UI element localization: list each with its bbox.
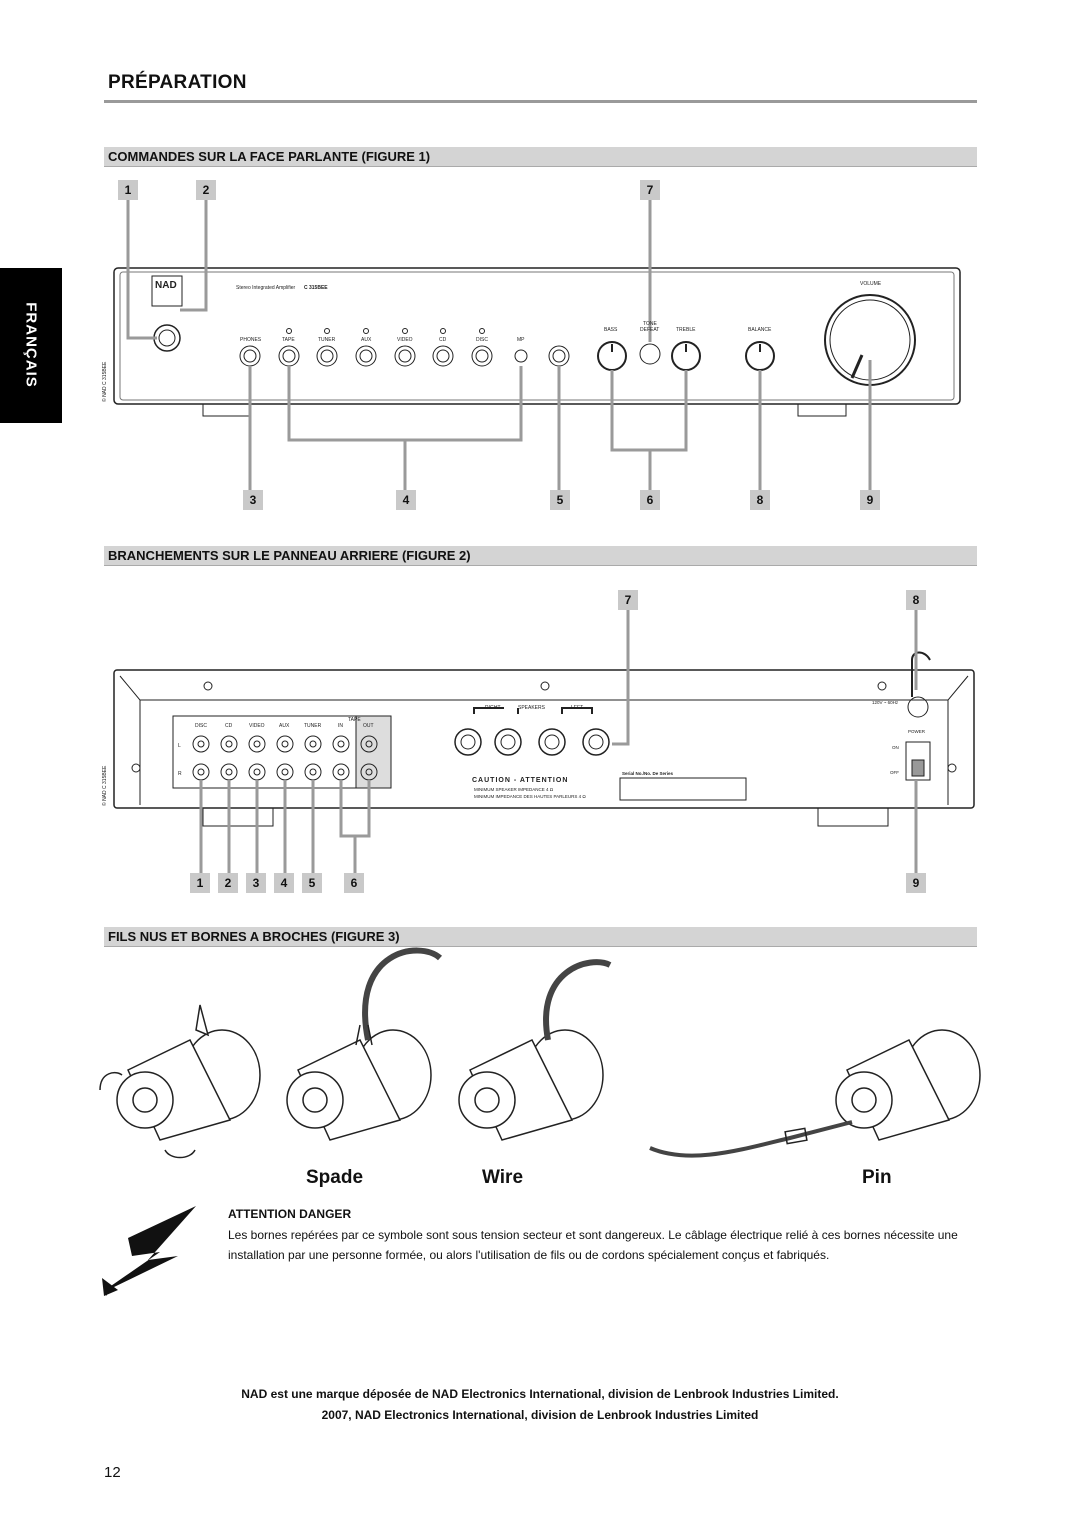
callout-1: 1 bbox=[190, 873, 210, 893]
section-heading-rear-panel: BRANCHEMENTS SUR LE PANNEAU ARRIERE (FIG… bbox=[104, 546, 977, 566]
mains-label: 120V ~ 60Hz bbox=[872, 700, 899, 705]
callout-4: 4 bbox=[396, 490, 416, 510]
lightning-warning-icon bbox=[102, 1206, 196, 1296]
footer-trademark: NAD est une marque déposée de NAD Electr… bbox=[241, 1387, 839, 1401]
post-4 bbox=[649, 1029, 981, 1158]
label-wire: Wire bbox=[482, 1167, 523, 1188]
label-defeat: DEFEAT bbox=[640, 327, 659, 333]
callout-5: 5 bbox=[550, 490, 570, 510]
speaker-terminals bbox=[454, 707, 610, 756]
label-phones: PHONES bbox=[240, 337, 262, 343]
label-tape: TAPE bbox=[282, 337, 295, 343]
rear-label-out: OUT bbox=[363, 723, 374, 729]
brand-logo: NAD bbox=[155, 280, 177, 291]
callout-8: 8 bbox=[750, 490, 770, 510]
language-side-tab: FRANÇAIS bbox=[0, 268, 62, 423]
rear-panel-labels: DISC CD VIDEO AUX TUNER IN OUT TAPE L R … bbox=[101, 700, 926, 806]
front-panel-figure bbox=[113, 200, 961, 490]
label-spade: Spade bbox=[306, 1167, 363, 1188]
callout-9: 9 bbox=[860, 490, 880, 510]
rear-label-video: VIDEO bbox=[249, 723, 265, 729]
impedance-en: MINIMUM SPEAKER IMPEDANCE 4 Ω bbox=[474, 787, 554, 792]
title-rule bbox=[104, 100, 977, 103]
model-bold: C 315BEE bbox=[304, 285, 328, 291]
rear-label-tuner: TUNER bbox=[304, 723, 322, 729]
callout-7: 7 bbox=[640, 180, 660, 200]
warning-heading: ATTENTION DANGER bbox=[228, 1207, 352, 1221]
rear-label-in: IN bbox=[338, 723, 343, 729]
rca-jacks bbox=[192, 735, 378, 781]
callout-7: 7 bbox=[618, 590, 638, 610]
binding-post-figure: Spade Wire Pin bbox=[99, 947, 981, 1188]
rear-label-tape: TAPE bbox=[348, 717, 361, 723]
callout-9: 9 bbox=[906, 873, 926, 893]
label-tuner: TUNER bbox=[318, 337, 336, 343]
rear-label-r: R bbox=[178, 771, 182, 777]
input-buttons bbox=[239, 328, 570, 367]
post-1 bbox=[99, 1004, 261, 1159]
model-text: Stereo Integrated Amplifier bbox=[236, 285, 296, 291]
callout-5: 5 bbox=[302, 873, 322, 893]
label-video: VIDEO bbox=[397, 337, 413, 343]
front-copyright: © NAD C 315BEE bbox=[101, 361, 108, 402]
rear-label-cd: CD bbox=[225, 723, 233, 729]
section-heading-text: BRANCHEMENTS SUR LE PANNEAU ARRIERE (FIG… bbox=[108, 548, 471, 563]
volume-label: VOLUME bbox=[860, 281, 882, 287]
on-label: ON bbox=[892, 745, 899, 750]
callout-8: 8 bbox=[906, 590, 926, 610]
label-bass: BASS bbox=[604, 327, 618, 333]
rear-copyright: © NAD C 315BEE bbox=[101, 765, 108, 806]
speaker-right-label: RIGHT bbox=[485, 705, 501, 711]
callout-3: 3 bbox=[243, 490, 263, 510]
speaker-left-label: LEFT bbox=[571, 705, 583, 711]
section-heading-text: COMMANDES SUR LA FACE PARLANTE (FIGURE 1… bbox=[108, 149, 431, 164]
rear-label-l: L bbox=[178, 743, 181, 749]
speakers-label: SPEAKERS bbox=[518, 705, 546, 711]
label-balance: BALANCE bbox=[748, 327, 772, 333]
callout-6: 6 bbox=[344, 873, 364, 893]
callout-2: 2 bbox=[196, 180, 216, 200]
power-label: POWER bbox=[908, 729, 926, 734]
page-number: 12 bbox=[104, 1464, 121, 1481]
footer-copyright: 2007, NAD Electronics International, div… bbox=[321, 1408, 759, 1422]
label-aux: AUX bbox=[361, 337, 372, 343]
section-heading-front-panel: COMMANDES SUR LA FACE PARLANTE (FIGURE 1… bbox=[104, 147, 977, 167]
label-tone: TONE bbox=[643, 321, 657, 327]
label-cd: CD bbox=[439, 337, 447, 343]
callout-3: 3 bbox=[246, 873, 266, 893]
page-title: PRÉPARATION bbox=[108, 72, 247, 93]
serial-label: Serial No./No. De Series bbox=[622, 771, 674, 776]
section-heading-binding-posts: FILS NUS ET BORNES A BROCHES (FIGURE 3) bbox=[104, 927, 977, 947]
post-3 bbox=[458, 959, 612, 1141]
impedance-fr: MINIMUM IMPEDANCE DES HAUTES PARLEURS 4 … bbox=[474, 794, 586, 799]
label-treble: TREBLE bbox=[676, 327, 696, 333]
rear-label-disc: DISC bbox=[195, 723, 207, 729]
label-disc: DISC bbox=[476, 337, 488, 343]
callout-4: 4 bbox=[274, 873, 294, 893]
callout-1: 1 bbox=[118, 180, 138, 200]
caution-label: CAUTION - ATTENTION bbox=[472, 777, 568, 784]
rear-panel-figure bbox=[113, 610, 975, 873]
off-label: OFF bbox=[890, 770, 899, 775]
label-mp: MP bbox=[517, 337, 525, 343]
rear-label-aux: AUX bbox=[279, 723, 290, 729]
section-heading-text: FILS NUS ET BORNES A BROCHES (FIGURE 3) bbox=[108, 929, 400, 944]
front-panel-labels: NAD Stereo Integrated Amplifier C 315BEE… bbox=[101, 275, 882, 402]
callout-6: 6 bbox=[640, 490, 660, 510]
callout-2: 2 bbox=[218, 873, 238, 893]
label-pin: Pin bbox=[862, 1167, 892, 1188]
warning-body: Les bornes repérées par ce symbole sont … bbox=[228, 1228, 958, 1262]
post-2 bbox=[286, 947, 443, 1141]
